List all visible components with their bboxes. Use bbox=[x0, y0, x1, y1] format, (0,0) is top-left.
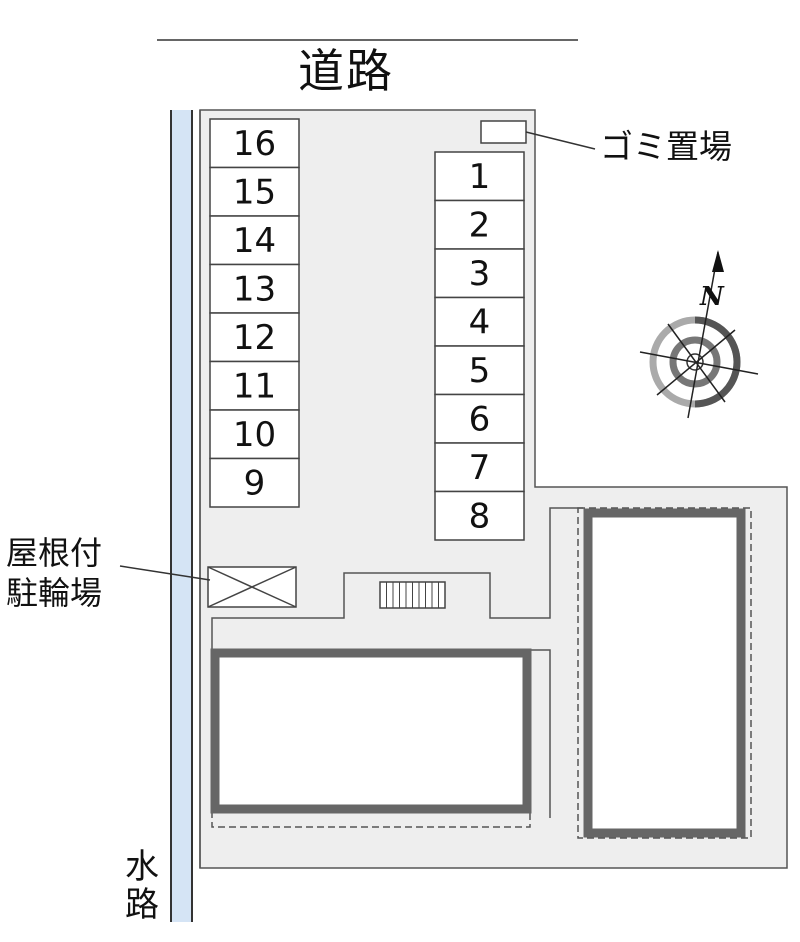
north-letter: N bbox=[699, 282, 725, 312]
building-b-dashed-edge bbox=[577, 507, 752, 839]
parking-stalls-right: 1 2 3 4 5 6 7 8 bbox=[434, 151, 525, 541]
waterway-label-line1: 水 bbox=[125, 847, 159, 887]
bicycle-parking-label: 屋根付 駐輪場 bbox=[6, 533, 102, 613]
waterway-label-line2: 路 bbox=[125, 885, 159, 925]
parking-stall-number: 3 bbox=[469, 254, 491, 294]
parking-stall-right-4 bbox=[434, 296, 525, 347]
parking-stall-left-11 bbox=[209, 360, 300, 411]
waterway-channel bbox=[171, 110, 192, 922]
parking-stall-number: 4 bbox=[469, 302, 491, 342]
parking-stall-number: 8 bbox=[469, 496, 491, 536]
parking-stall-left-12 bbox=[209, 312, 300, 363]
building-b bbox=[583, 508, 746, 838]
road-label: 道路 bbox=[298, 44, 394, 98]
bicycle-parking-label-line2: 駐輪場 bbox=[6, 574, 103, 612]
parking-stall-number: 9 bbox=[244, 463, 266, 503]
building-a-outline bbox=[530, 649, 551, 818]
parking-stall-number: 11 bbox=[233, 366, 276, 406]
waterway-label: 水 路 bbox=[122, 848, 162, 924]
parking-stall-right-8 bbox=[434, 490, 525, 541]
parking-stall-left-9 bbox=[209, 457, 300, 508]
parking-stall-number: 5 bbox=[469, 351, 491, 391]
parking-stall-right-1 bbox=[434, 151, 525, 202]
garbage-area-label: ゴミ置場 bbox=[600, 127, 732, 166]
bicycle-parking-cross-b bbox=[207, 566, 297, 608]
bicycle-leader-line bbox=[119, 565, 211, 581]
bicycle-parking-label-line1: 屋根付 bbox=[6, 534, 103, 572]
parking-stalls-left: 16 15 14 13 12 11 10 9 bbox=[209, 118, 300, 508]
parking-stall-number: 10 bbox=[233, 415, 276, 455]
parking-stall-right-3 bbox=[434, 248, 525, 299]
parking-stall-left-16 bbox=[209, 118, 300, 169]
parking-stall-number: 12 bbox=[233, 318, 276, 358]
parking-stall-number: 2 bbox=[469, 205, 491, 245]
parking-stall-right-5 bbox=[434, 345, 525, 396]
entrance-outline bbox=[211, 507, 583, 650]
parking-stall-left-14 bbox=[209, 215, 300, 266]
parking-stall-left-15 bbox=[209, 166, 300, 217]
parking-stall-number: 14 bbox=[233, 221, 276, 261]
parking-stall-number: 7 bbox=[469, 448, 491, 488]
parking-stall-number: 6 bbox=[469, 399, 491, 439]
entrance-step-lines bbox=[386, 582, 439, 608]
parking-stall-number: 13 bbox=[233, 269, 276, 309]
parking-stall-right-6 bbox=[434, 393, 525, 444]
parking-stall-number: 1 bbox=[469, 157, 491, 197]
building-a bbox=[210, 648, 532, 814]
parking-stall-right-2 bbox=[434, 199, 525, 250]
parking-stall-left-13 bbox=[209, 263, 300, 314]
parking-stall-number: 15 bbox=[233, 172, 276, 212]
parking-stall-number: 16 bbox=[233, 124, 276, 164]
garbage-leader-line bbox=[525, 131, 596, 150]
garbage-area-box bbox=[480, 120, 527, 144]
compass-rose-icon bbox=[639, 250, 759, 419]
